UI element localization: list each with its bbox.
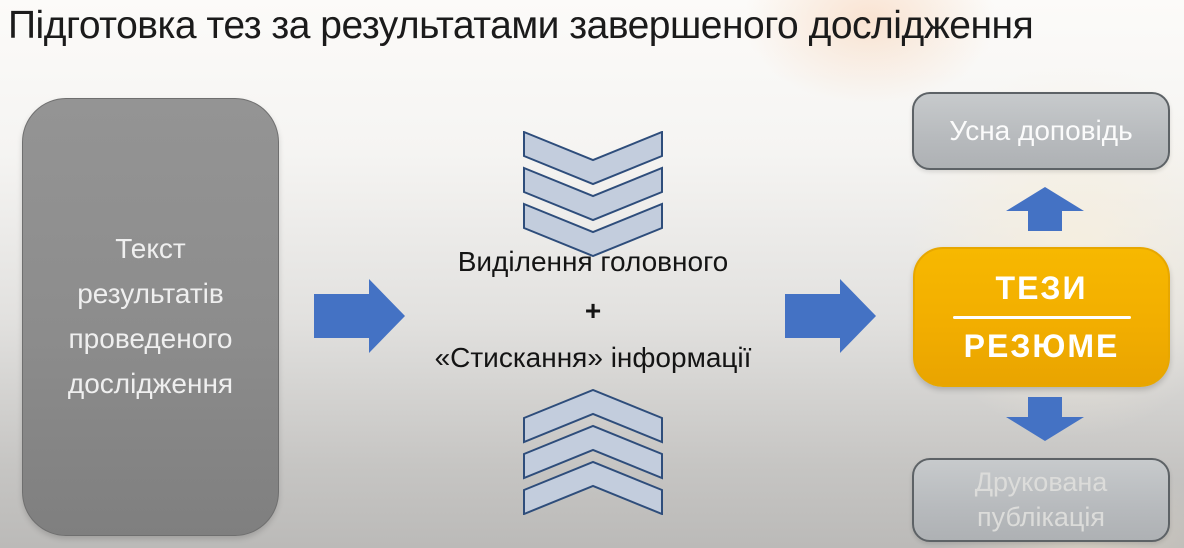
oral-report-label: Усна доповідь (949, 115, 1133, 146)
resume-label: РЕЗЮМЕ (963, 327, 1120, 364)
process-plus-sign: + (584, 295, 602, 326)
chevron-up-stack-icon (523, 389, 663, 515)
oral-report-box: Усна доповідь (912, 92, 1170, 170)
arrow-up-icon (1006, 187, 1084, 231)
arrow-down-icon (1006, 397, 1084, 441)
thesis-resume-box: ТЕЗИ РЕЗЮМЕ (913, 247, 1170, 387)
source-text-box: Текст результатів проведеного дослідженн… (22, 98, 279, 536)
process-line-1: Виділення головного (457, 246, 729, 277)
arrow-right-icon (314, 279, 405, 353)
source-text-label: Текст результатів проведеного дослідженн… (67, 233, 234, 399)
printed-publication-box: Друкована публікація (912, 458, 1170, 542)
process-line-2: «Стискання» інформації (434, 342, 752, 373)
thesis-divider-line (952, 315, 1131, 319)
slide-title: Підготовка тез за результатами завершено… (8, 4, 1034, 47)
process-text-block: Виділення головного + «Стискання» інформ… (413, 246, 773, 374)
chevron-down-stack-icon (523, 131, 663, 257)
arrow-right-icon (785, 279, 876, 353)
printed-publication-label: Друкована публікація (974, 466, 1108, 532)
thesis-label: ТЕЗИ (995, 269, 1088, 306)
